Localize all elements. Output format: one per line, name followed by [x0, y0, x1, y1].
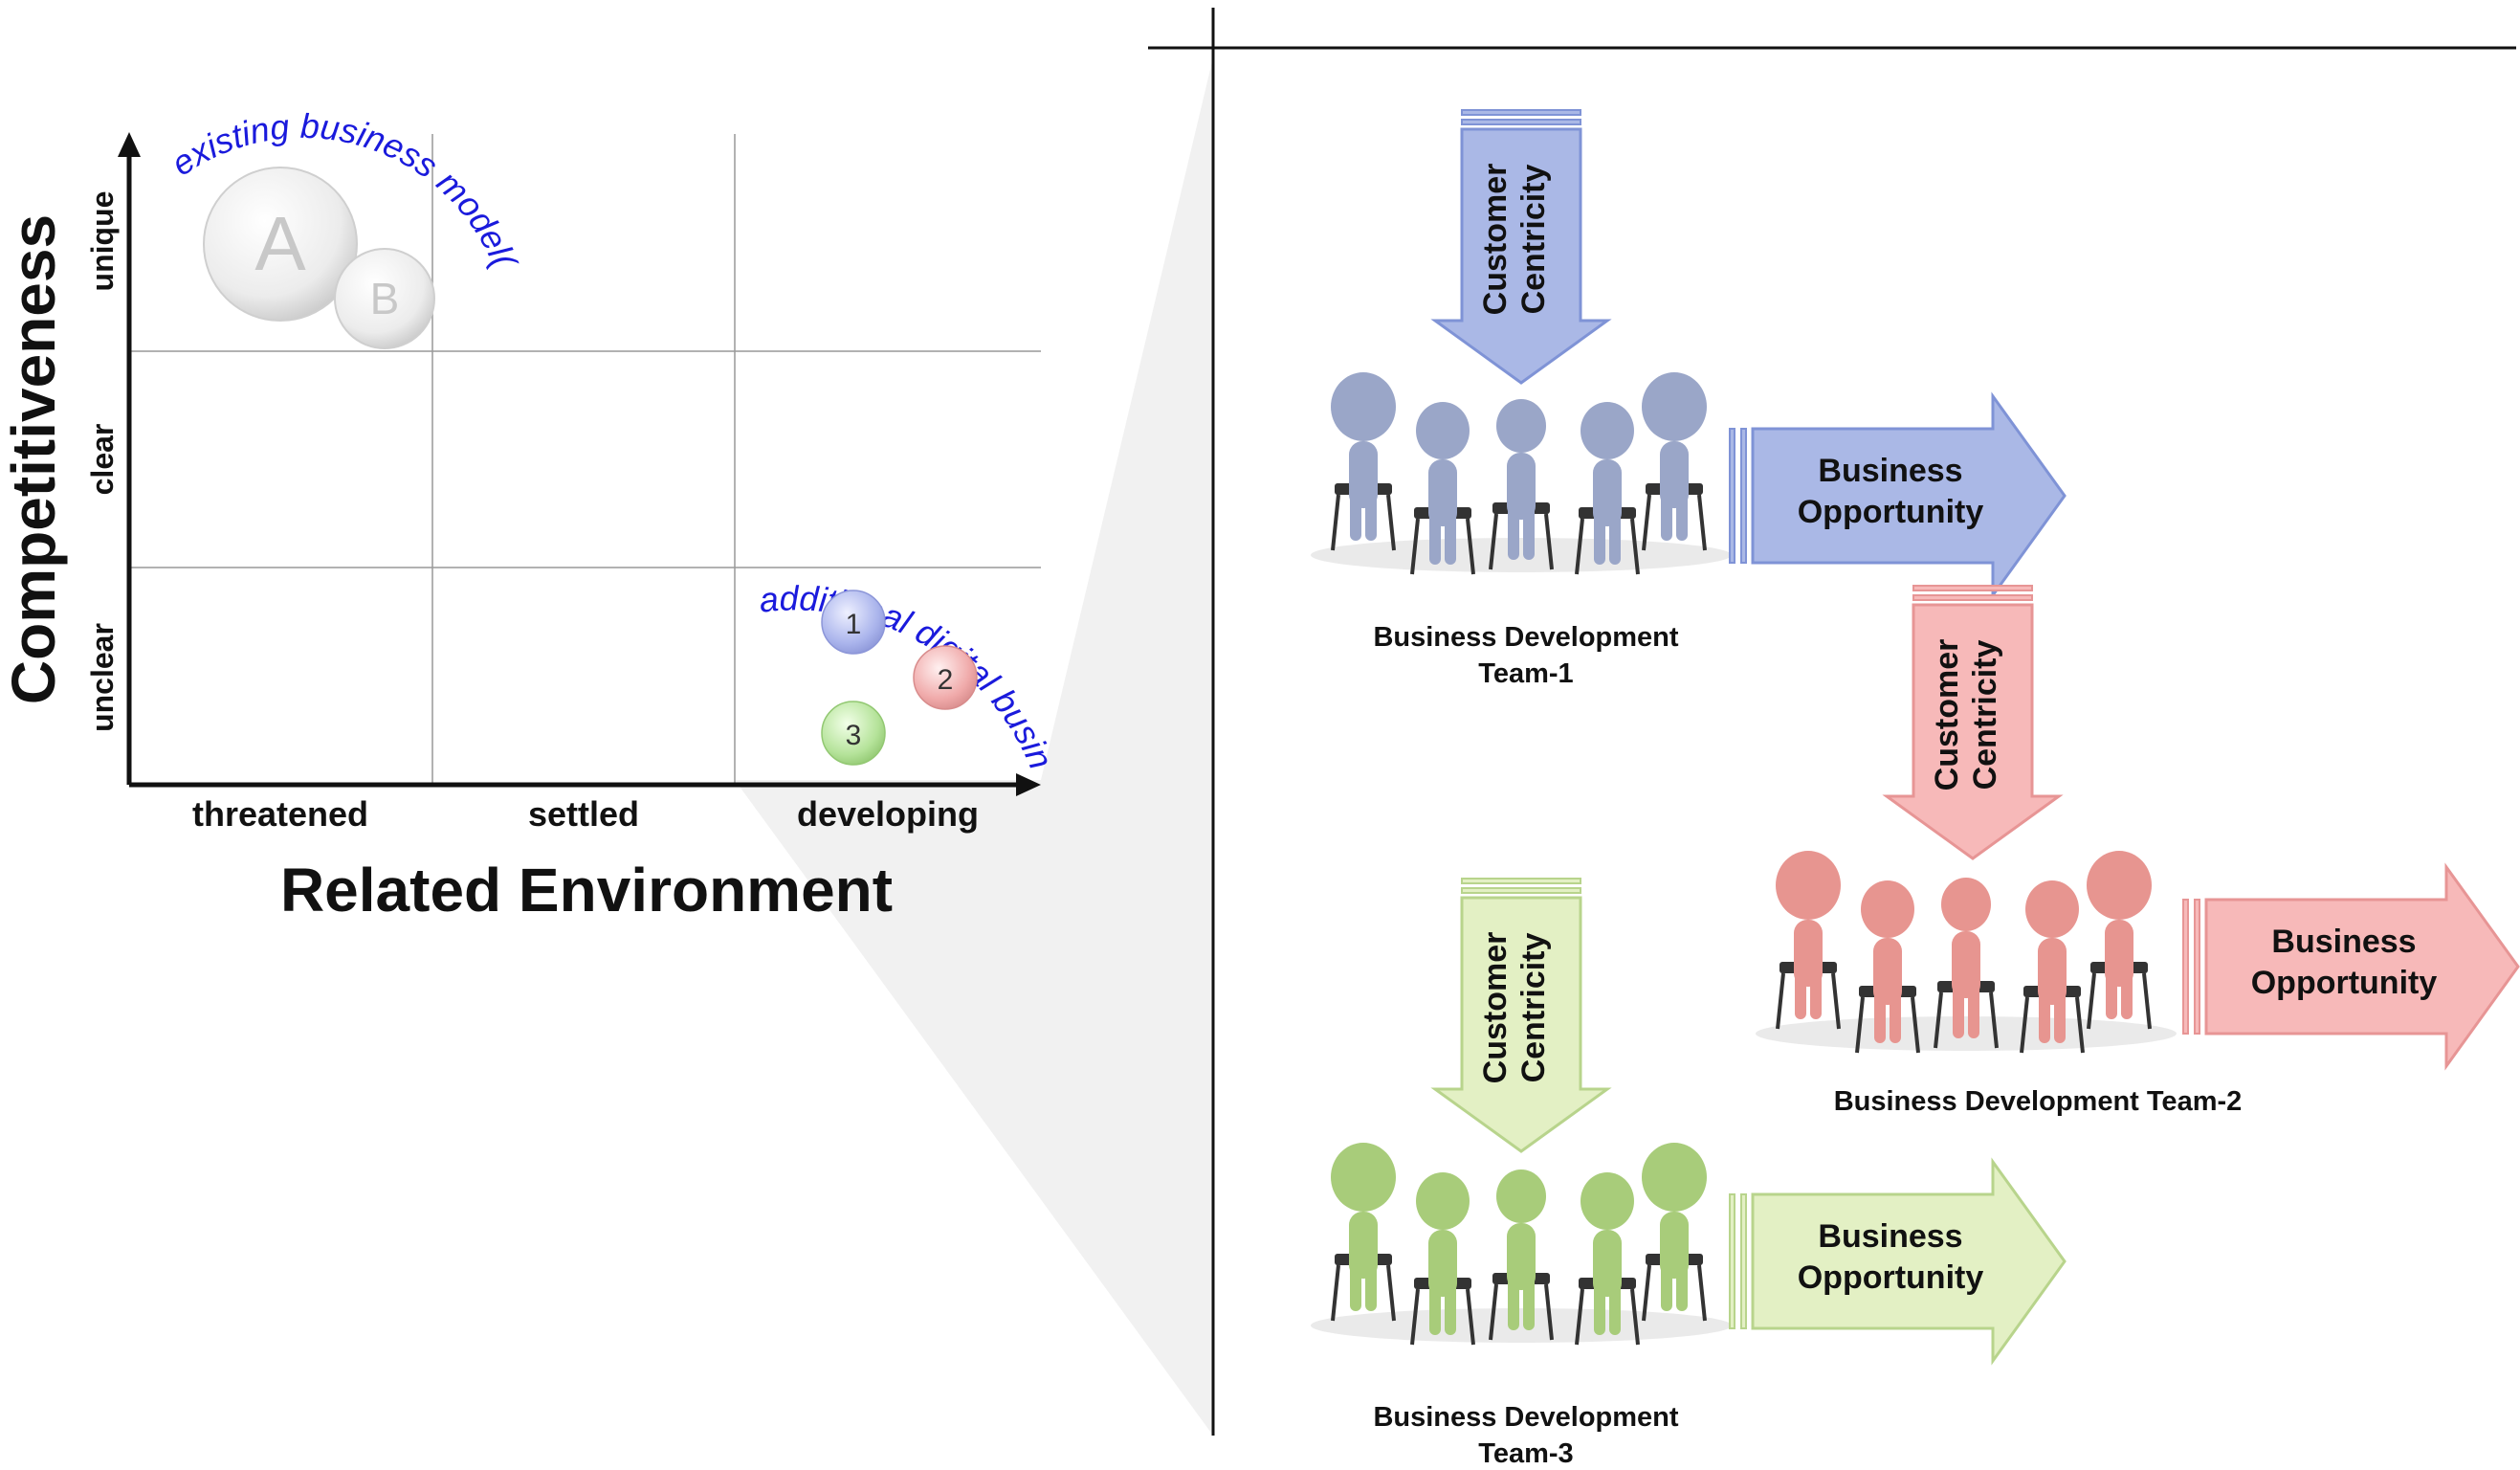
- svg-text:2: 2: [938, 664, 954, 696]
- team-meeting-figures: [1311, 372, 1732, 575]
- stick-figure: [1489, 399, 1554, 570]
- svg-text:1: 1: [846, 609, 862, 640]
- stick-figure: [1855, 880, 1920, 1054]
- team-name-line-2: Team-3: [1478, 1438, 1573, 1469]
- zoom-wedge: [735, 57, 1213, 1436]
- stick-figure: [2020, 880, 2085, 1054]
- y-level-clear: clear: [85, 424, 120, 496]
- bubble-digital-3: 3: [821, 701, 886, 766]
- stick-figure: [2087, 851, 2152, 1030]
- customer-centricity-line-1: Customer: [1477, 932, 1514, 1084]
- stick-figure: [1331, 1143, 1396, 1322]
- team-name-line-1: Business Development Team-2: [1834, 1086, 2243, 1117]
- business-opportunity-line-2: Opportunity: [1798, 1259, 1984, 1296]
- team-name-line-1: Business Development: [1373, 622, 1678, 653]
- customer-centricity-line-2: Centricity: [1967, 640, 2003, 791]
- stick-figure: [1934, 878, 1999, 1049]
- team-name-line-2: Team-1: [1478, 658, 1573, 689]
- business-opportunity-line-2: Opportunity: [1798, 494, 1984, 530]
- business-opportunity-line-1: Business: [1818, 453, 1962, 489]
- stick-figure: [1410, 1172, 1475, 1346]
- business-opportunity-line-1: Business: [1818, 1218, 1962, 1255]
- stick-figure: [1410, 402, 1475, 575]
- team-name-line-1: Business Development: [1373, 1402, 1678, 1433]
- bubble-existing-b: B: [334, 248, 435, 349]
- bubble-digital-1: 1: [821, 590, 886, 655]
- matrix-grid: [129, 134, 1041, 783]
- customer-centricity-line-2: Centricity: [1515, 165, 1552, 315]
- stick-figure: [1642, 1143, 1707, 1322]
- business-opportunity-line-1: Business: [2271, 924, 2416, 960]
- bubble-existing-a: A: [203, 167, 358, 322]
- x-level-developing: developing: [797, 794, 979, 834]
- stick-figure: [1575, 402, 1640, 575]
- svg-text:A: A: [254, 201, 306, 286]
- customer-centricity-line-2: Centricity: [1515, 933, 1552, 1083]
- x-axis-title: Related Environment: [280, 856, 893, 924]
- team-meeting-figures: [1756, 851, 2177, 1054]
- svg-text:3: 3: [846, 720, 862, 751]
- x-level-settled: settled: [528, 794, 639, 834]
- y-axis-title: Competitiveness: [0, 214, 68, 704]
- stick-figure: [1331, 372, 1396, 551]
- svg-text:B: B: [370, 274, 400, 323]
- stick-figure: [1776, 851, 1841, 1030]
- stick-figure: [1489, 1169, 1554, 1341]
- bubble-digital-2: 2: [913, 645, 978, 710]
- stick-figure: [1642, 372, 1707, 551]
- y-level-unique: unique: [85, 191, 120, 292]
- x-level-threatened: threatened: [192, 794, 368, 834]
- business-opportunity-line-2: Opportunity: [2251, 965, 2438, 1001]
- digital-models-label: additional digital business models: [0, 0, 1061, 774]
- matrix-axes: [118, 132, 1041, 796]
- team-meeting-figures: [1311, 1143, 1732, 1346]
- y-level-unclear: unclear: [85, 623, 120, 732]
- customer-centricity-line-1: Customer: [1477, 164, 1514, 316]
- customer-centricity-line-1: Customer: [1929, 639, 1965, 791]
- stick-figure: [1575, 1172, 1640, 1346]
